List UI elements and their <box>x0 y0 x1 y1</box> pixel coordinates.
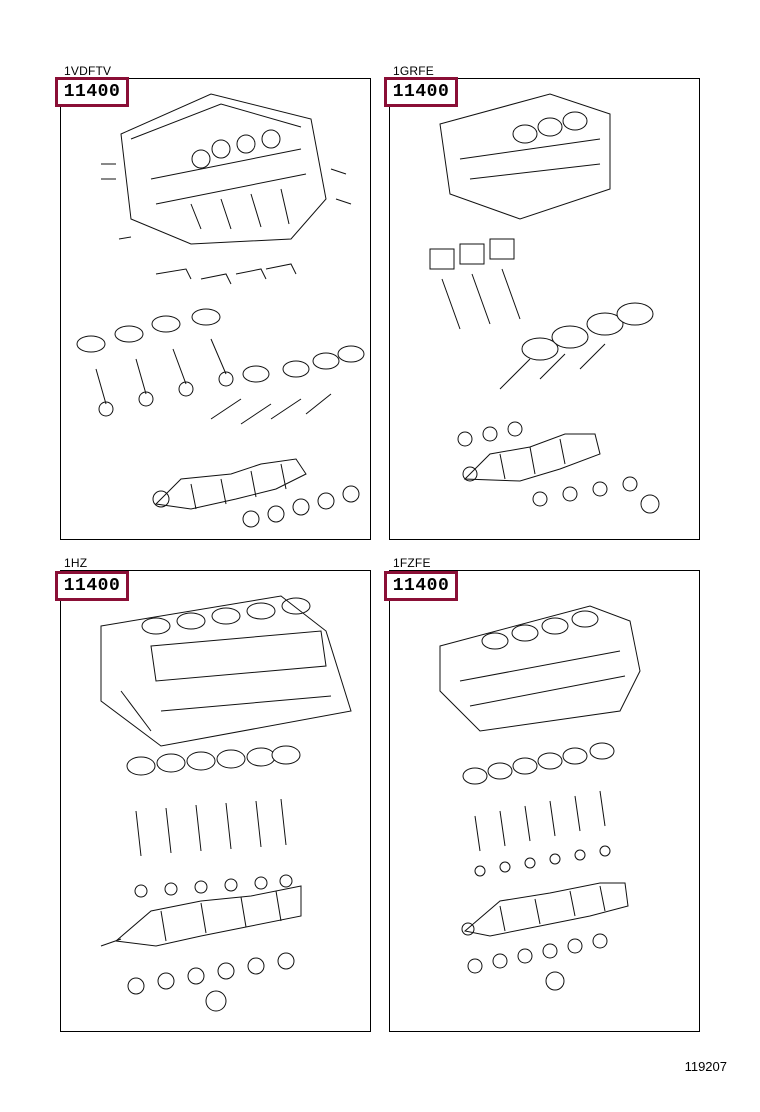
engine-block-drawing <box>439 605 641 732</box>
engine-label-1vdftv: 1VDFTV <box>64 64 112 78</box>
pistons-rods-drawing <box>429 238 654 390</box>
short-block-illustration-1fzfe <box>439 605 641 991</box>
bearings-drawing <box>457 421 660 514</box>
crankshaft-drawing <box>100 885 302 947</box>
engine-label-1hz: 1HZ <box>64 556 88 570</box>
bearings-drawing <box>127 952 295 1012</box>
engine-label-1grfe: 1GRFE <box>393 64 435 78</box>
part-number-tag-1hz[interactable]: 11400 <box>55 571 129 601</box>
engine-block-drawing <box>439 93 611 220</box>
part-number-tag-1vdftv[interactable]: 11400 <box>55 77 129 107</box>
short-block-illustration-1hz <box>100 595 352 1012</box>
engine-block-drawing <box>120 93 327 245</box>
bolts-drawing <box>101 163 352 240</box>
engine-panel-1hz <box>60 570 371 1032</box>
bearings-drawing <box>467 933 608 991</box>
page-number: 119207 <box>684 1059 727 1074</box>
part-number-tag-1grfe[interactable]: 11400 <box>384 77 458 107</box>
engine-panel-1fzfe <box>389 570 700 1032</box>
pistons-rods-drawing <box>126 745 301 898</box>
crankshaft-drawing <box>462 433 601 482</box>
short-block-illustration-1vdftv <box>76 93 365 528</box>
pistons-rods-drawing <box>76 308 365 425</box>
engine-panel-1vdftv <box>60 78 371 540</box>
engine-label-1fzfe: 1FZFE <box>393 556 431 570</box>
pistons-rods-drawing <box>462 742 615 877</box>
crankshaft-drawing <box>152 458 307 510</box>
crankshaft-drawing <box>461 882 629 937</box>
oil-jets-drawing <box>155 263 297 285</box>
part-number-tag-1fzfe[interactable]: 11400 <box>384 571 458 601</box>
engine-block-drawing <box>100 595 352 747</box>
short-block-illustration-1grfe <box>429 93 660 514</box>
engine-panel-1grfe <box>389 78 700 540</box>
bearings-drawing <box>242 485 360 528</box>
